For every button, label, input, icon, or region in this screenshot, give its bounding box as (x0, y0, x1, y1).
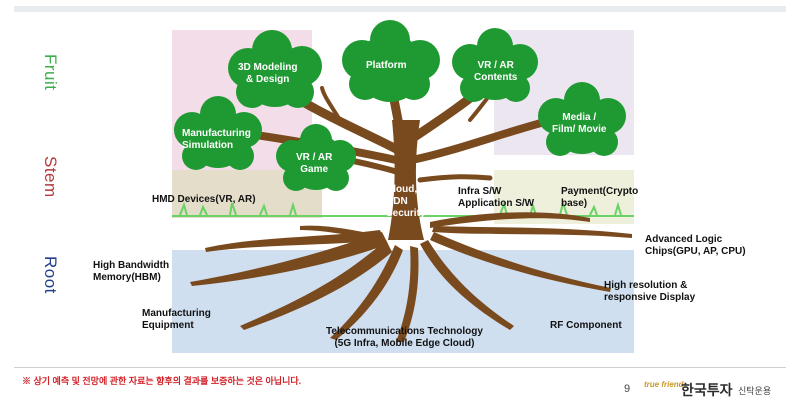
node-platform: Platform (366, 60, 407, 71)
label-infra-sw: Infra S/W Application S/W (458, 186, 535, 209)
leaf-modeling (228, 30, 322, 108)
label-rf-component: RF Component (550, 320, 622, 331)
leaf-vr-ar-contents (452, 28, 538, 102)
label-advanced-logic: Advanced Logic Chips(GPU, AP, CPU) (645, 234, 746, 257)
node-3d-modeling: 3D Modeling & Design (238, 62, 298, 85)
node-vr-ar-game: VR / AR Game (296, 152, 333, 175)
label-telecom: Telecommunications Technology (5G Infra,… (326, 326, 483, 349)
roots (190, 212, 632, 342)
leaf-media (538, 82, 626, 156)
top-bar (14, 6, 786, 12)
leaf-platform (342, 20, 440, 102)
leaf-clusters (174, 20, 626, 191)
logo-sub-text: 신탁운용 (738, 386, 772, 396)
label-display: High resolution & responsive Display (604, 280, 696, 303)
label-hbm: High Bandwidth Memory(HBM) (93, 260, 170, 283)
logo-tagline: true friend (644, 380, 684, 389)
node-cloud-cdn-security: Cloud, CDN Security (386, 184, 426, 219)
logo-main-text: 한국투자 (681, 382, 733, 398)
leaf-vr-ar-game (276, 124, 356, 191)
label-hmd-devices: HMD Devices(VR, AR) (152, 194, 256, 205)
node-vr-ar-contents: VR / AR Contents (474, 60, 518, 83)
label-payment: Payment(Crypto base) (561, 186, 639, 209)
leaf-manufacturing-sim (174, 96, 262, 170)
disclaimer-text: ※ 상기 예측 및 전망에 관한 자료는 향후의 결과를 보증하는 것은 아닙니… (22, 376, 302, 386)
label-manufacturing-equipment: Manufacturing Equipment (142, 308, 211, 331)
page-number: 9 (624, 383, 631, 395)
footer-divider (14, 367, 786, 368)
node-media: Media / Film/ Movie (552, 112, 607, 135)
node-manufacturing-simulation: Manufacturing Simulation (182, 128, 251, 151)
